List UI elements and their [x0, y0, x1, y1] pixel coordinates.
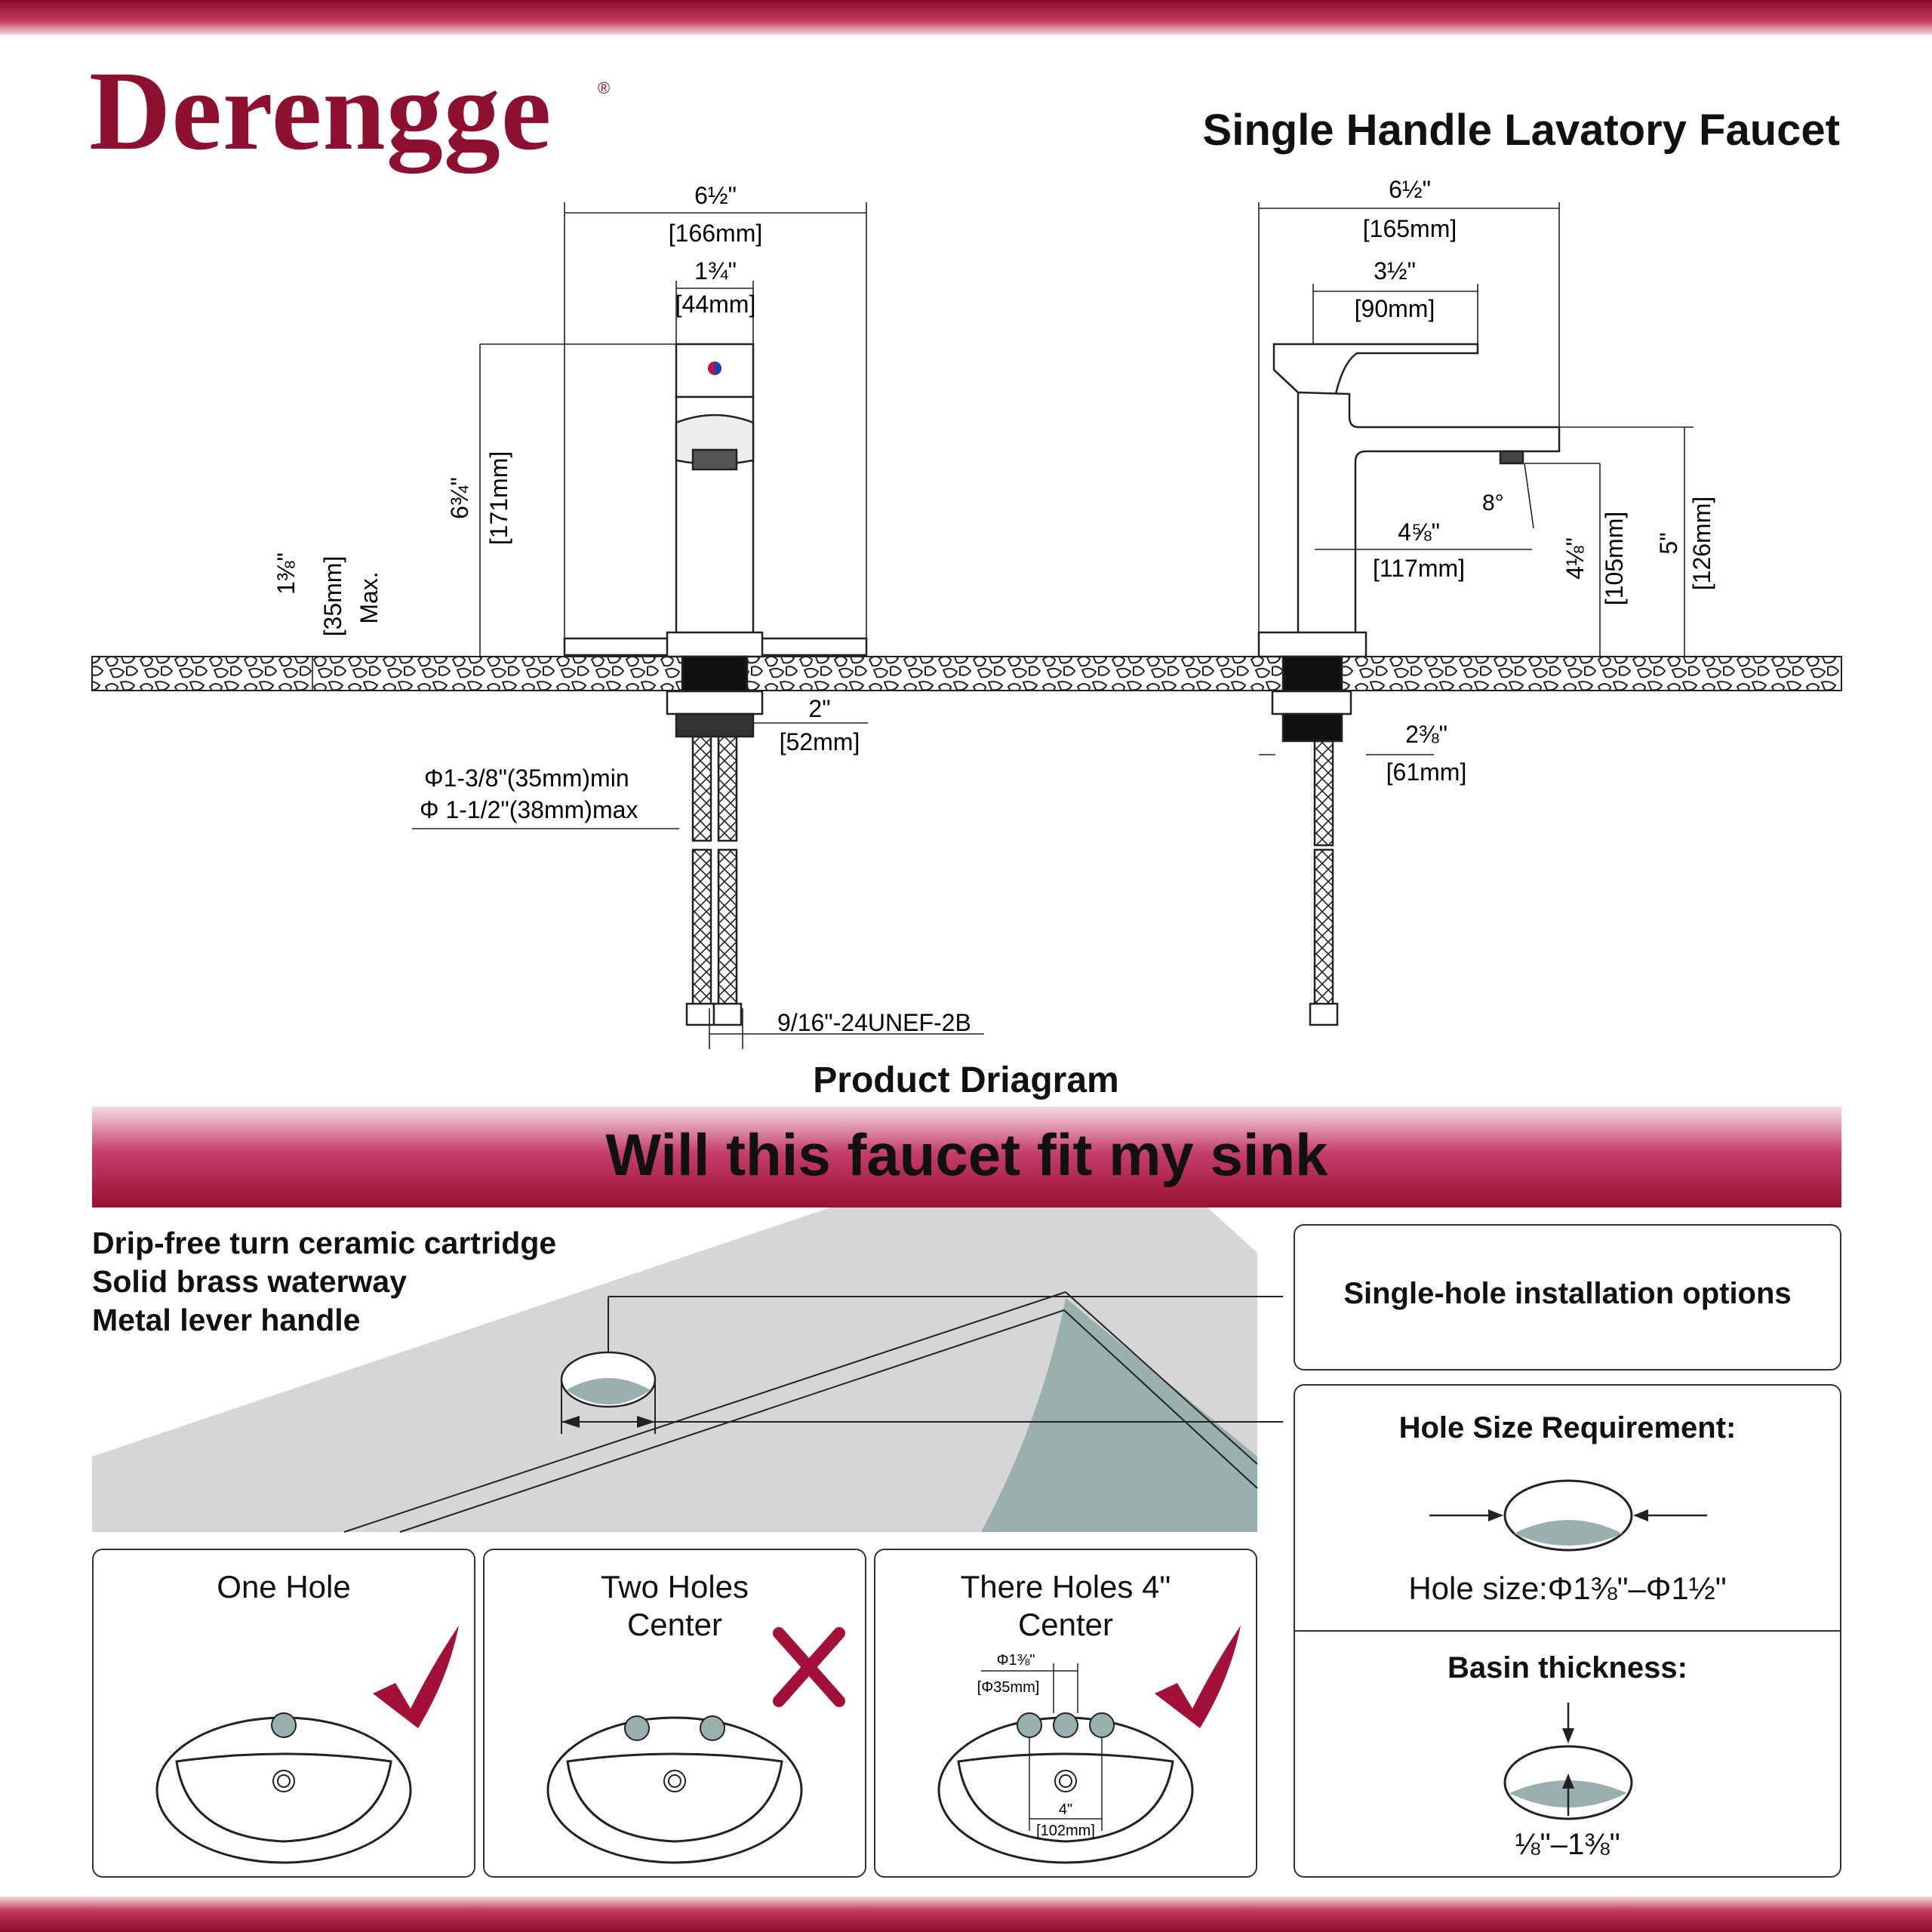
shank-in: 2": [808, 695, 830, 722]
front-width-in: 6½": [694, 182, 737, 209]
handle-length-in: 3½": [1374, 257, 1416, 285]
reach-in: 4⅝": [1398, 518, 1440, 546]
install-options-panel: Single-hole installation options: [1294, 1224, 1841, 1371]
aerator-height-mm: [105mm]: [1601, 512, 1628, 605]
cross-mark-icon: [773, 1627, 845, 1707]
handle-width-in: 1¾": [694, 257, 737, 285]
countertop-section: [91, 656, 1842, 691]
hole-max-label: Φ 1-1/2"(38mm)max: [420, 796, 638, 823]
three-hole-spacing-mm: [102mm]: [1036, 1823, 1095, 1839]
front-height-in: 6¾": [446, 477, 473, 519]
sink-option-one-hole: One Hole: [92, 1549, 475, 1878]
check-mark-icon: [373, 1626, 459, 1728]
two-holes-sink-diagram: [546, 1627, 845, 1864]
feature-item: Metal lever handle: [92, 1303, 361, 1337]
shank-mm: [52mm]: [780, 728, 860, 755]
connector-thread-label: 9/16"-24UNEF-2B: [777, 1009, 971, 1036]
registered-mark: ®: [598, 78, 611, 97]
three-holes-sink-diagram: Φ1⅜" [Φ35mm] 4" [102mm]: [937, 1626, 1241, 1864]
handle-length-mm: [90mm]: [1355, 295, 1435, 322]
brand-logo: Derengge: [89, 48, 552, 174]
basin-thickness-value: ⅛"–1⅜": [1515, 1828, 1620, 1861]
countertop-illustration: [92, 1208, 1283, 1533]
basin-thickness-heading: Basin thickness:: [1447, 1651, 1687, 1684]
sink-option-three-holes: There Holes 4" Center Φ1⅜" [Φ35mm] 4" [1…: [874, 1549, 1257, 1878]
base-mm: [61mm]: [1386, 758, 1467, 786]
bottom-accent-bar: [0, 1897, 1932, 1932]
product-title: Single Handle Lavatory Faucet: [1202, 106, 1840, 155]
feature-item: Solid brass waterway: [92, 1264, 408, 1299]
spout-height-in: 5": [1655, 532, 1682, 554]
three-hole-diameter-in: Φ1⅜": [997, 1652, 1035, 1669]
front-width-mm: [166mm]: [669, 220, 762, 247]
hole-size-diagram: [1429, 1479, 1707, 1552]
side-view-faucet: [1257, 343, 1561, 1026]
install-options-label: Single-hole installation options: [1343, 1277, 1792, 1310]
three-hole-diameter-mm: [Φ35mm]: [977, 1679, 1040, 1696]
hole-size-label: Hole size:: [1408, 1571, 1548, 1606]
base-in: 2⅜": [1405, 721, 1447, 748]
product-technical-drawing: 6½" [166mm] 1¾" [44mm] 6¾" [171mm] 1⅜" […: [91, 176, 1842, 1049]
sink-option-subtitle: Center: [626, 1607, 723, 1642]
front-view-faucet: [563, 343, 868, 1026]
deck-thickness-note: Max.: [355, 571, 383, 623]
hole-size-heading: Hole Size Requirement:: [1398, 1411, 1737, 1444]
hole-min-label: Φ1-3/8"(35mm)min: [424, 764, 629, 792]
sink-option-title: Two Holes: [600, 1569, 749, 1604]
feature-item: Drip-free turn ceramic cartridge: [92, 1226, 557, 1260]
spout-height-mm: [126mm]: [1688, 497, 1715, 590]
sink-option-two-holes: Two Holes Center: [483, 1549, 866, 1878]
sink-option-title: One Hole: [217, 1569, 351, 1604]
hole-size-line: Hole size:Φ1⅜"–Φ1½": [1295, 1570, 1840, 1607]
sink-option-title: There Holes 4": [960, 1569, 1171, 1604]
deck-thickness-in: 1⅜": [272, 552, 300, 595]
fit-banner-text: Will this faucet fit my sink: [605, 1121, 1328, 1188]
one-hole-sink-diagram: [155, 1626, 459, 1864]
aerator-height-in: 4⅛": [1561, 537, 1589, 580]
front-height-mm: [171mm]: [485, 451, 512, 545]
deck-thickness-mm: [35mm]: [319, 556, 346, 637]
side-width-in: 6½": [1389, 176, 1431, 203]
sink-option-subtitle: Center: [1017, 1607, 1114, 1642]
side-width-mm: [165mm]: [1363, 215, 1457, 242]
basin-thickness-diagram: [1503, 1703, 1633, 1820]
diagram-caption: Product Driagram: [813, 1060, 1119, 1100]
fit-banner: [92, 1106, 1841, 1208]
hole-size-value: Φ1⅜"–Φ1½": [1547, 1571, 1727, 1606]
panel-divider: [1295, 1630, 1840, 1632]
three-hole-spacing-in: 4": [1059, 1801, 1072, 1818]
spout-angle: 8°: [1482, 491, 1504, 515]
check-mark-icon: [1155, 1626, 1241, 1728]
handle-width-mm: [44mm]: [675, 291, 756, 318]
reach-mm: [117mm]: [1373, 555, 1465, 582]
top-accent-bar: [0, 0, 1932, 35]
requirements-panel: Hole Size Requirement: Hole size:Φ1⅜"–Φ1…: [1294, 1384, 1841, 1878]
